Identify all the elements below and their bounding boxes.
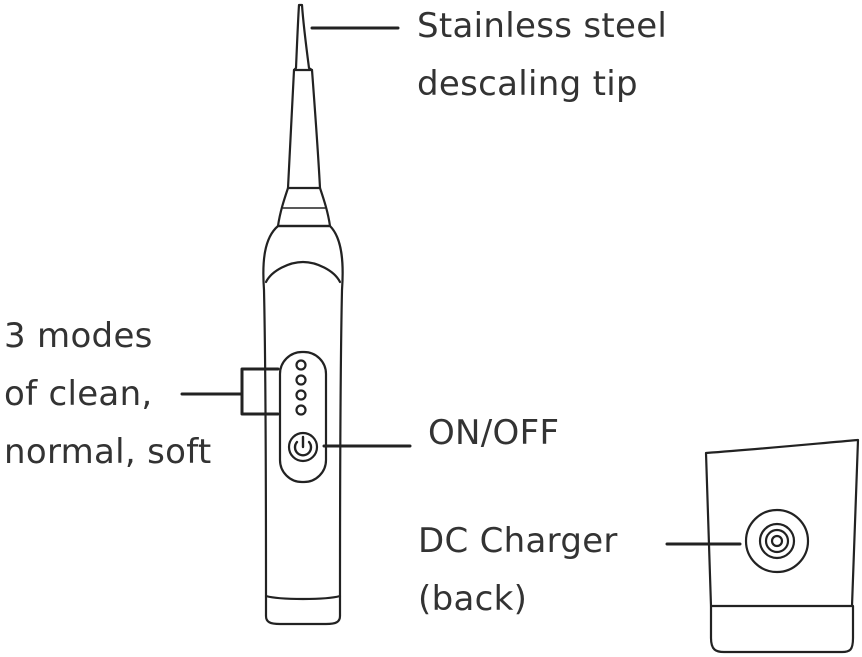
modes-label-line-3: normal, soft [4,432,212,472]
charger-label: DC Charger (back) [418,512,618,628]
led-dot-icon [295,359,307,371]
mode-indicator-led-icons [295,359,307,416]
led-dot-icon [295,374,307,386]
charger-label-line-2: (back) [418,579,528,619]
led-dot-icon [295,404,307,416]
modes-label-line-1: 3 modes [4,316,153,356]
modes-bracket [240,367,280,416]
led-dot-icon [295,389,307,401]
control-panel [278,350,328,484]
scaler-handle [262,224,344,626]
modes-label: 3 modes of clean, normal, soft [4,307,212,481]
charger-base [704,438,860,654]
power-icon [293,435,313,457]
dc-port-icon [744,508,810,574]
modes-label-line-2: of clean, [4,374,153,414]
power-label-text: ON/OFF [428,413,560,453]
power-button[interactable] [287,431,319,463]
descaling-tip [276,3,332,228]
power-label: ON/OFF [428,404,559,462]
tip-label: Stainless steel descaling tip [417,0,667,113]
tip-label-line-1: Stainless steel [417,6,668,46]
tip-label-line-2: descaling tip [417,64,638,104]
charger-label-line-1: DC Charger [418,521,618,561]
